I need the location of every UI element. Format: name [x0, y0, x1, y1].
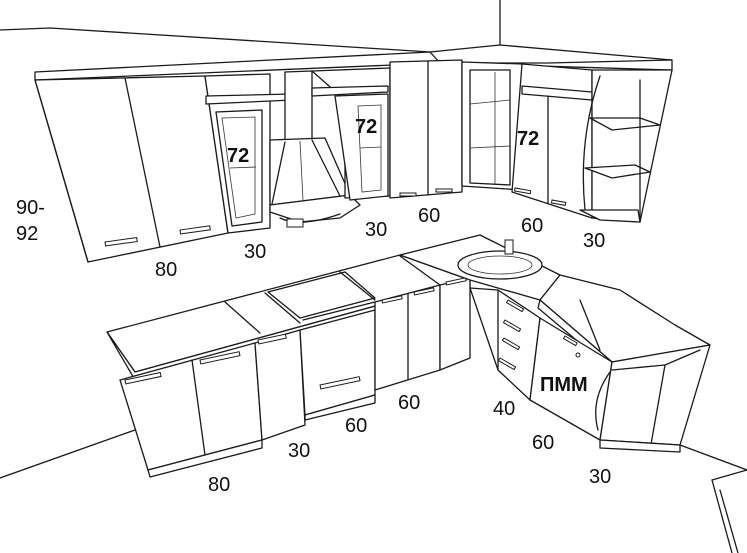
- label-upper-hood-30: 30: [365, 219, 387, 241]
- label-upper-80: 80: [155, 259, 177, 281]
- label-wall-height-b: 92: [16, 223, 38, 245]
- label-wall-height-a: 90-: [16, 197, 45, 219]
- upper-cabinet-80: [34, 75, 229, 263]
- label-base-40: 40: [493, 398, 515, 420]
- base-cabinets: [106, 234, 711, 478]
- label-base-60-oven: 60: [345, 415, 367, 437]
- label-upper-corner-60: 60: [521, 215, 543, 237]
- base-cabinet-40-drawers: [469, 287, 541, 401]
- label-height-72-c: 72: [517, 128, 539, 150]
- label-upper-60: 60: [418, 205, 440, 227]
- label-base-30: 30: [288, 440, 310, 462]
- cooktop: [267, 271, 376, 319]
- base-cabinet-30: [254, 329, 306, 441]
- label-height-72-b: 72: [355, 116, 377, 138]
- label-base-pmm: ПММ: [540, 374, 588, 396]
- upper-cabinets: [34, 44, 673, 263]
- upper-corner-top: [429, 44, 673, 64]
- range-hood: [269, 70, 361, 228]
- label-base-60-corner: 60: [532, 432, 554, 454]
- upper-cabinet-60: [389, 59, 463, 199]
- sink-bowl: [457, 250, 543, 280]
- label-upper-end-30: 30: [583, 230, 605, 252]
- faucet-icon: [504, 239, 514, 255]
- label-base-80: 80: [208, 474, 230, 496]
- label-upper-30: 30: [244, 241, 266, 263]
- label-base-30-end: 30: [589, 466, 611, 488]
- dimension-labels: 90- 92 80 30 30 60 60 30 72 72 72 80 30 …: [16, 116, 611, 496]
- label-height-72-a: 72: [227, 145, 249, 167]
- upper-end-shelves-30: [579, 69, 673, 223]
- label-base-60-sink: 60: [398, 392, 420, 414]
